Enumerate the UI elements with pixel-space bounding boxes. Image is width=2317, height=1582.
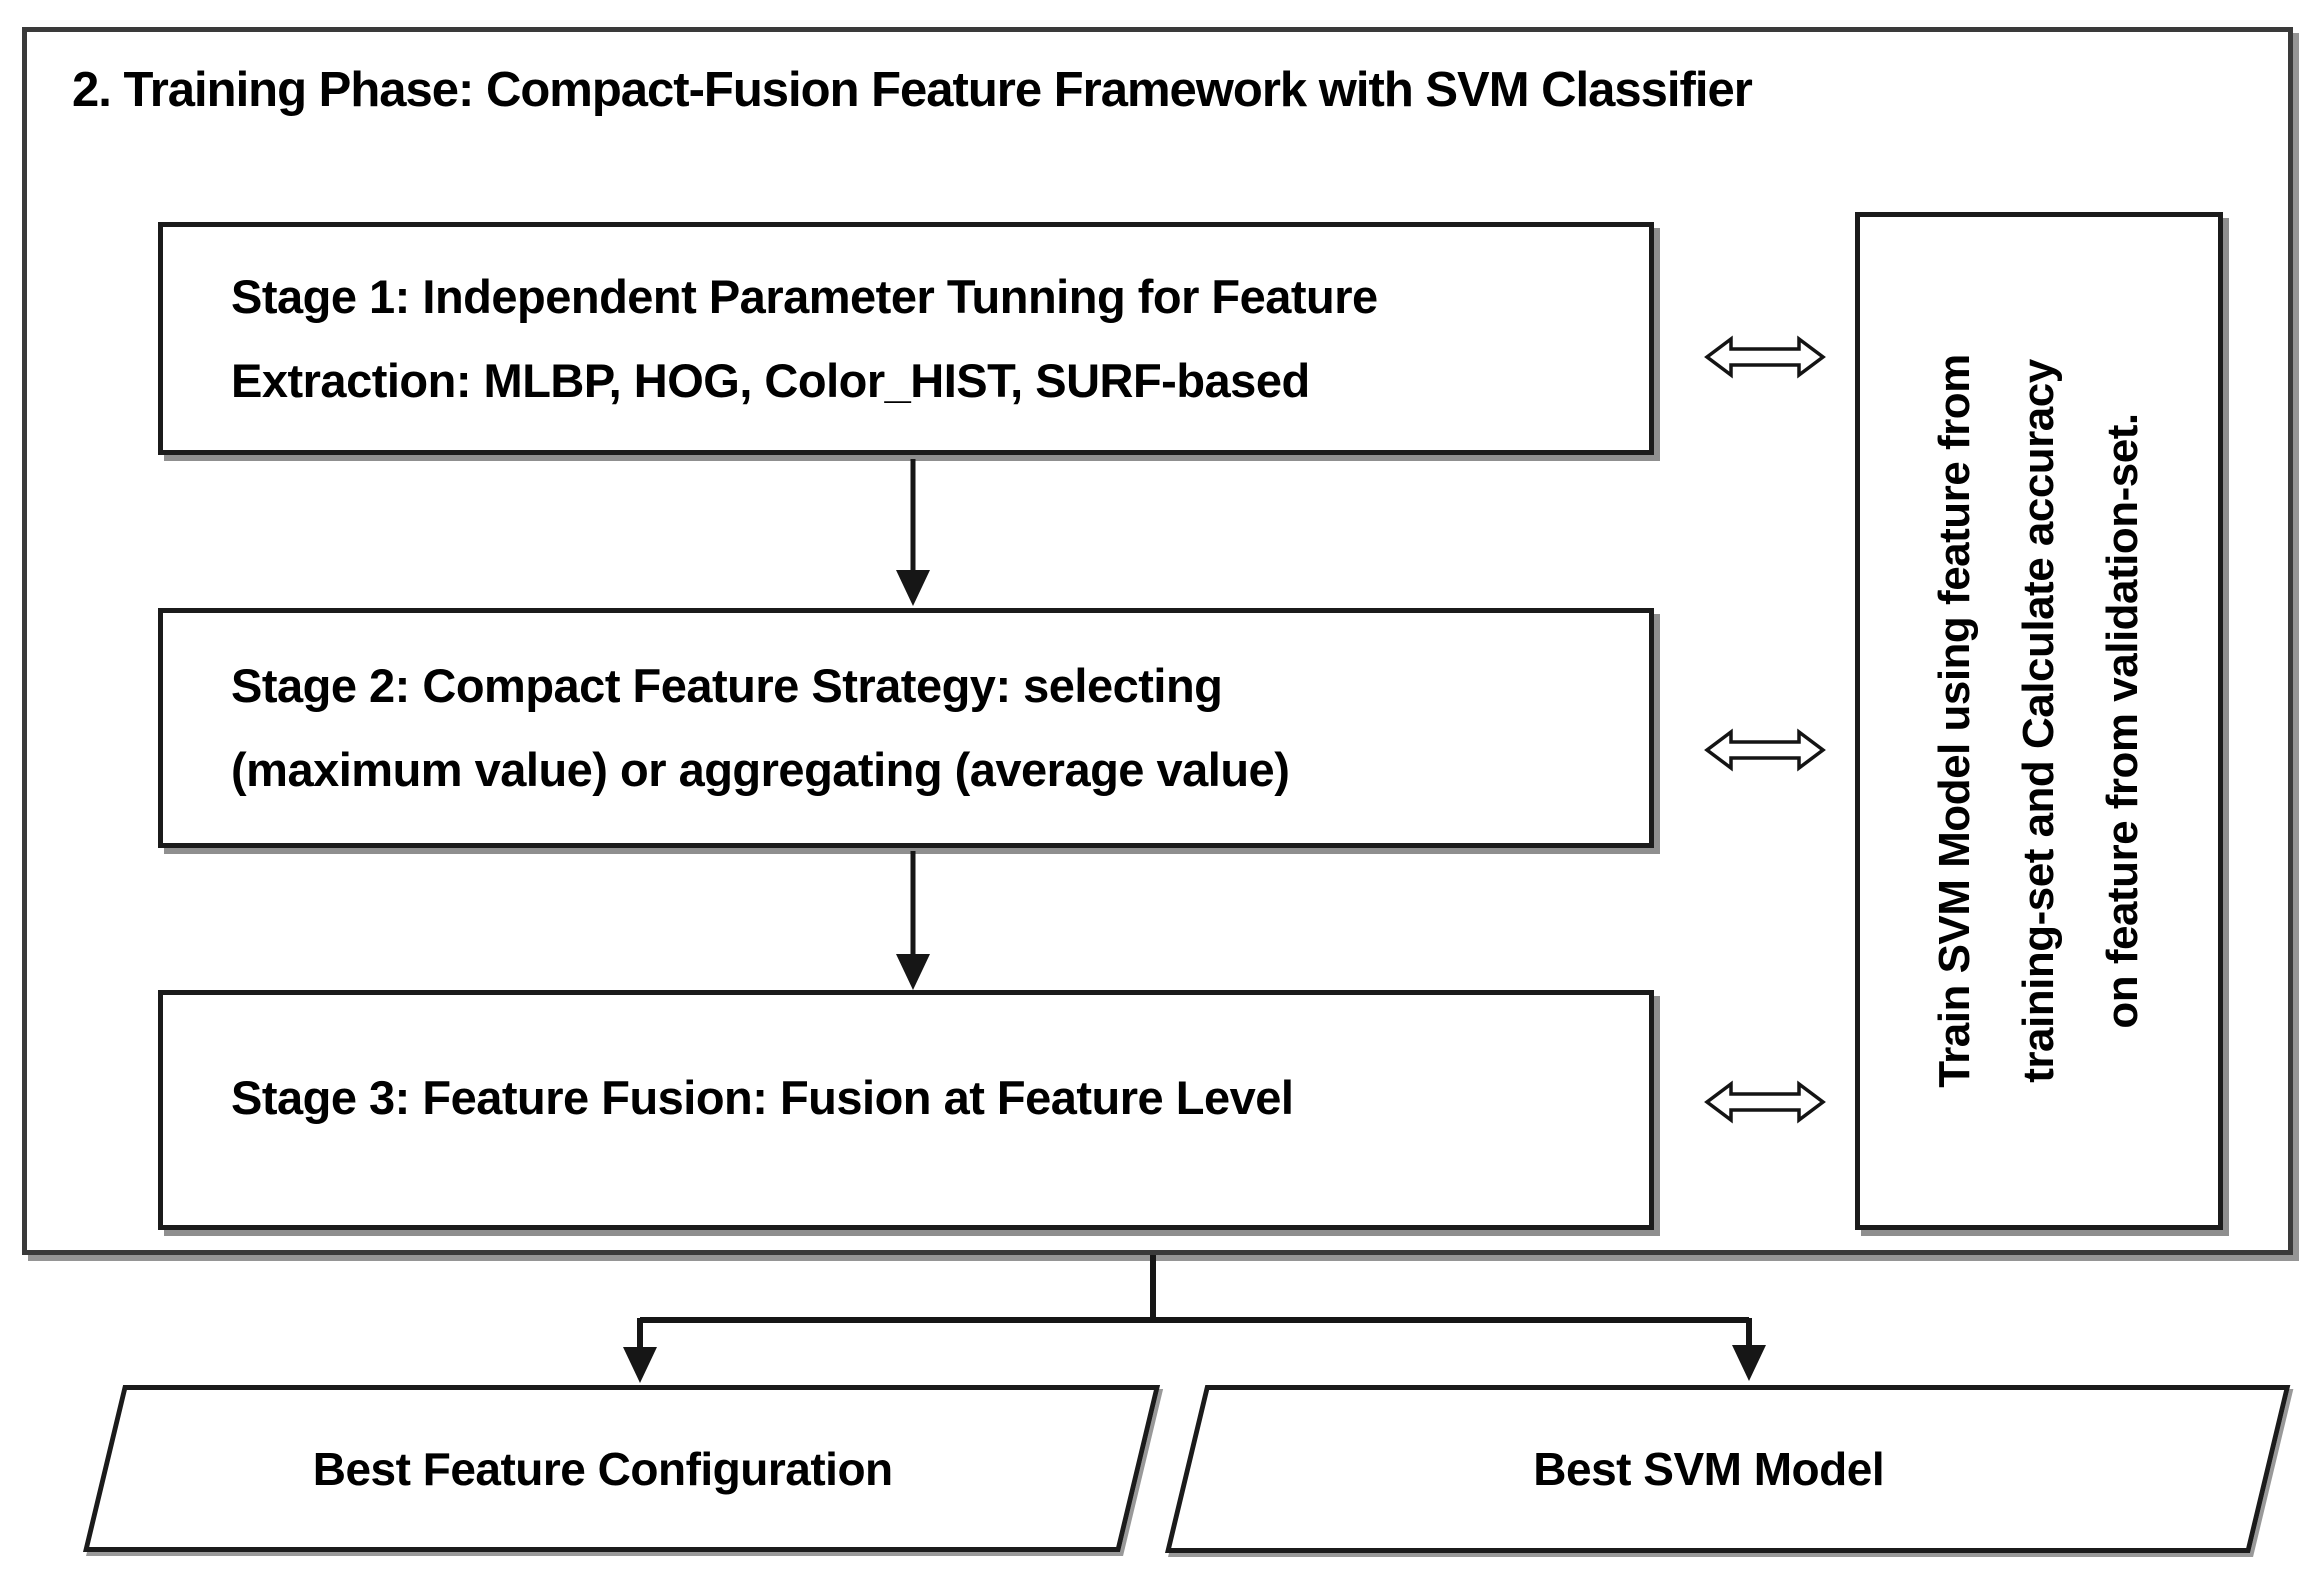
train-svm-rotated-text: Train SVM Model using feature from train…: [1889, 221, 2189, 1221]
arrowhead-best-feature: [623, 1347, 657, 1383]
diagram-title: 2. Training Phase: Compact-Fusion Featur…: [72, 63, 1753, 117]
arrowhead-best-svm: [1732, 1345, 1766, 1381]
stage2-box: Stage 2: Compact Feature Strategy: selec…: [158, 608, 1654, 848]
train-svm-line1: Train SVM Model using feature from: [1930, 354, 1979, 1088]
double-arrow-icon-stage2: [1704, 728, 1826, 772]
stage3-line1: Stage 3: Feature Fusion: Fusion at Featu…: [231, 1071, 1294, 1124]
best-svm-model-parallelogram: Best SVM Model: [1165, 1385, 2291, 1553]
stage1-line1: Stage 1: Independent Parameter Tunning f…: [231, 269, 1378, 323]
stage3-box: Stage 3: Feature Fusion: Fusion at Featu…: [158, 990, 1654, 1230]
stage2-line2: (maximum value) or aggregating (average …: [231, 743, 1290, 796]
double-arrow-icon-stage3: [1704, 1080, 1826, 1124]
best-feature-configuration-label: Best Feature Configuration: [312, 1442, 893, 1495]
best-svm-model-label: Best SVM Model: [1533, 1443, 1885, 1495]
train-svm-box: Train SVM Model using feature from train…: [1855, 212, 2223, 1230]
train-svm-line2: training-set and Calculate accuracy: [2014, 359, 2063, 1083]
train-svm-line3: on feature from validation-set.: [2098, 413, 2147, 1029]
stage1-box: Stage 1: Independent Parameter Tunning f…: [158, 222, 1654, 455]
best-feature-configuration-parallelogram: Best Feature Configuration: [83, 1385, 1161, 1552]
stage2-line1: Stage 2: Compact Feature Strategy: selec…: [231, 659, 1223, 712]
double-arrow-icon-stage1: [1704, 335, 1826, 379]
stage1-line2: Extraction: MLBP, HOG, Color_HIST, SURF-…: [231, 353, 1310, 407]
